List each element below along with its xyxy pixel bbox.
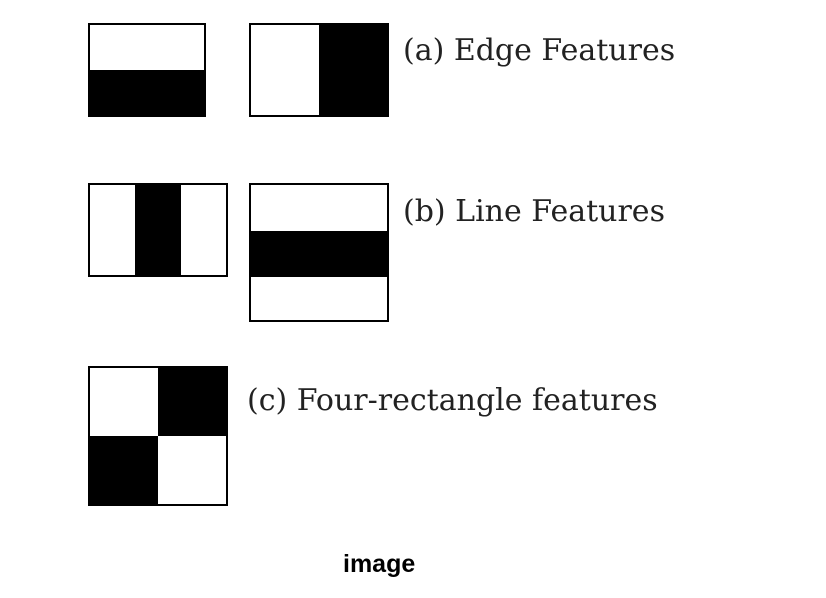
dark-region [319, 25, 387, 115]
dark-region [90, 436, 158, 504]
dark-region [158, 368, 226, 436]
line-feature-horizontal [249, 183, 389, 322]
four-rectangle-features-label: (c) Four-rectangle features [247, 383, 658, 418]
dark-region [90, 70, 204, 115]
line-feature-vertical [88, 183, 228, 277]
dark-region [251, 231, 387, 277]
four-rectangle-feature [88, 366, 228, 506]
edge-feature-vertical [249, 23, 389, 117]
edge-feature-horizontal [88, 23, 206, 117]
line-features-label: (b) Line Features [403, 194, 665, 229]
image-caption: image [343, 550, 416, 578]
edge-features-label: (a) Edge Features [403, 33, 676, 68]
dark-region [135, 185, 181, 275]
